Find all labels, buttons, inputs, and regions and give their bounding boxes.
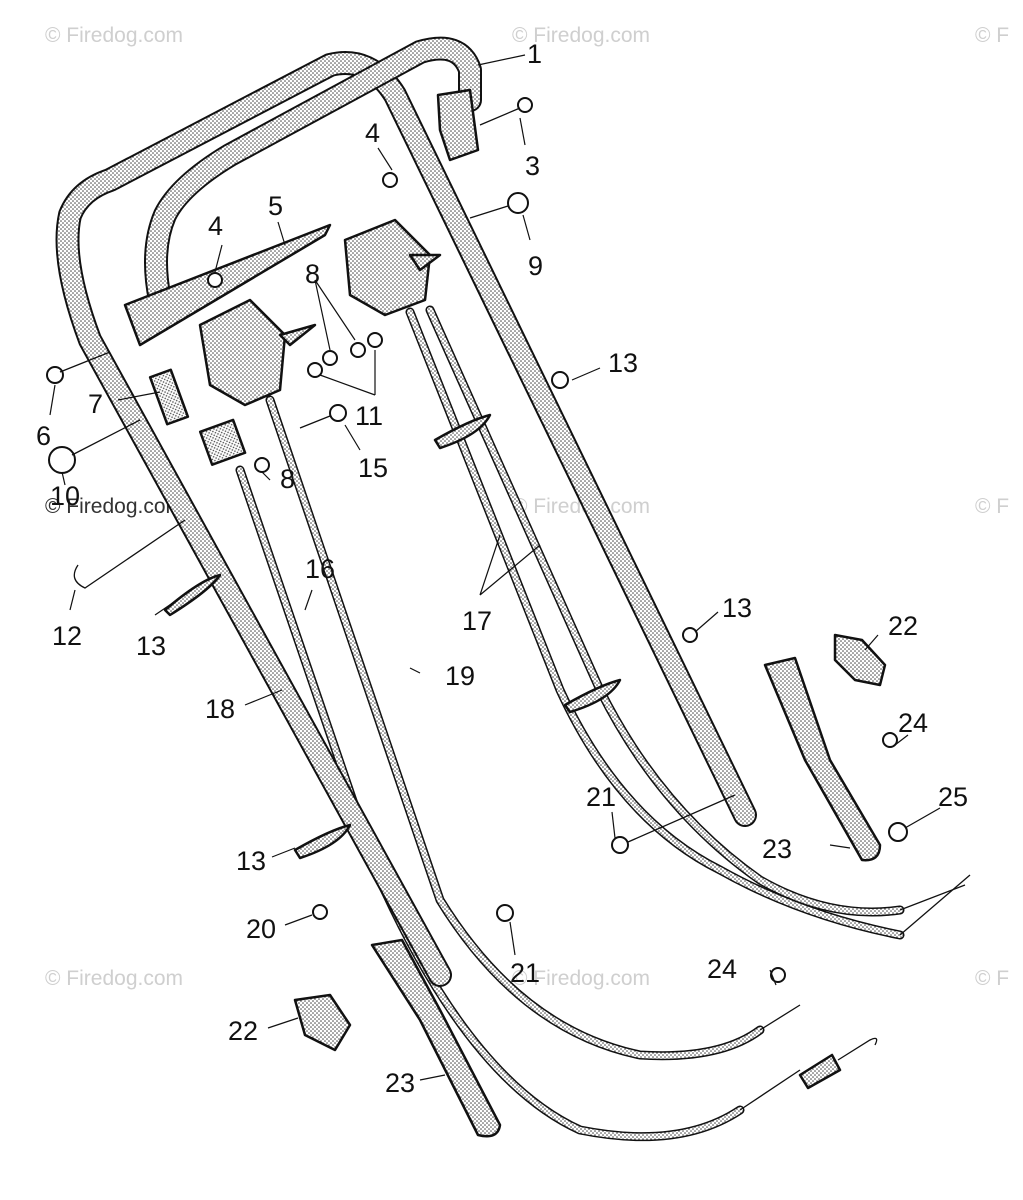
callout-23: 23 — [762, 834, 792, 864]
washer — [207, 272, 223, 288]
bolt-head — [507, 192, 529, 214]
callout-19: 19 — [445, 661, 475, 691]
washer — [367, 332, 383, 348]
callout-8: 8 — [305, 259, 320, 289]
mount-plate — [293, 993, 352, 1052]
bolt-head — [882, 732, 898, 748]
control-box-left — [198, 298, 287, 407]
cable-tie — [433, 413, 492, 450]
callout-21: 21 — [510, 958, 540, 988]
nut — [254, 457, 270, 473]
nut — [551, 371, 569, 389]
cable-clamp — [198, 418, 247, 466]
callout-21: 21 — [586, 782, 616, 812]
hook — [73, 519, 186, 589]
spring — [798, 1053, 842, 1090]
watermark: © F — [975, 967, 1009, 990]
callout-5: 5 — [268, 191, 283, 221]
callout-25: 25 — [938, 782, 968, 812]
watermark-layer: © Firedog.com © Firedog.com © F © Firedo… — [45, 24, 1009, 990]
watermark: © Firedog.com — [512, 24, 650, 47]
callout-13: 13 — [136, 631, 166, 661]
callout-13: 13 — [608, 348, 638, 378]
washer — [307, 362, 323, 378]
watermark: © Firedog.com — [512, 495, 650, 518]
mount-plate — [833, 633, 887, 687]
callout-4: 4 — [365, 118, 380, 148]
callout-7: 7 — [88, 389, 103, 419]
lower-handle-bracket-right — [763, 656, 882, 862]
callout-22: 22 — [888, 611, 918, 641]
callout-12: 12 — [52, 621, 82, 651]
watermark: © F — [975, 24, 1009, 47]
watermark: © Firedog.com — [45, 24, 183, 47]
callout-24: 24 — [898, 708, 928, 738]
cable-clip — [888, 822, 908, 842]
washer — [382, 172, 398, 188]
lower-handle-bracket-left — [370, 938, 502, 1138]
bolt-head — [517, 97, 533, 113]
callout-16: 16 — [305, 554, 335, 584]
handle-bracket — [436, 88, 480, 162]
control-cables — [235, 305, 971, 1142]
cable-tie — [163, 573, 222, 617]
cable-tie — [563, 678, 622, 714]
callout-15: 15 — [358, 453, 388, 483]
callout-labels: 1 3 4 4 5 9 8 6 7 11 13 15 10 8 12 16 17… — [36, 39, 968, 1098]
control-lever-left — [278, 323, 317, 347]
control-box-right — [343, 218, 432, 317]
callout-4: 4 — [208, 211, 223, 241]
callout-22: 22 — [228, 1016, 258, 1046]
callout-1: 1 — [527, 39, 542, 69]
bail-lever — [123, 223, 332, 347]
bolt-head — [770, 967, 786, 983]
callout-13: 13 — [722, 593, 752, 623]
nut — [350, 342, 366, 358]
watermark: © Firedog.com — [512, 967, 650, 990]
callout-3: 3 — [525, 151, 540, 181]
callout-23: 23 — [385, 1068, 415, 1098]
bolt-head — [611, 836, 629, 854]
callout-6: 6 — [36, 421, 51, 451]
callout-8: 8 — [280, 464, 295, 494]
callout-10: 10 — [50, 481, 80, 511]
watermark: © F — [975, 495, 1009, 518]
bolt-head — [496, 904, 514, 922]
bolt-head — [46, 366, 64, 384]
knob — [48, 446, 76, 474]
callout-18: 18 — [205, 694, 235, 724]
callout-20: 20 — [246, 914, 276, 944]
nut — [322, 350, 338, 366]
bolt-head — [312, 904, 328, 920]
callout-13: 13 — [236, 846, 266, 876]
callout-11: 11 — [355, 401, 383, 431]
watermark: © Firedog.com — [45, 495, 183, 518]
watermark: © Firedog.com — [45, 967, 183, 990]
leader-lines — [49, 54, 941, 1081]
upper-control-bar — [144, 36, 482, 312]
cable-tie — [293, 823, 352, 860]
callout-17: 17 — [462, 606, 492, 636]
callout-9: 9 — [528, 251, 543, 281]
cable-guide — [148, 368, 190, 426]
control-lever-right — [408, 253, 442, 272]
bolt-head — [329, 404, 347, 422]
nut — [682, 627, 698, 643]
callout-24: 24 — [707, 954, 737, 984]
